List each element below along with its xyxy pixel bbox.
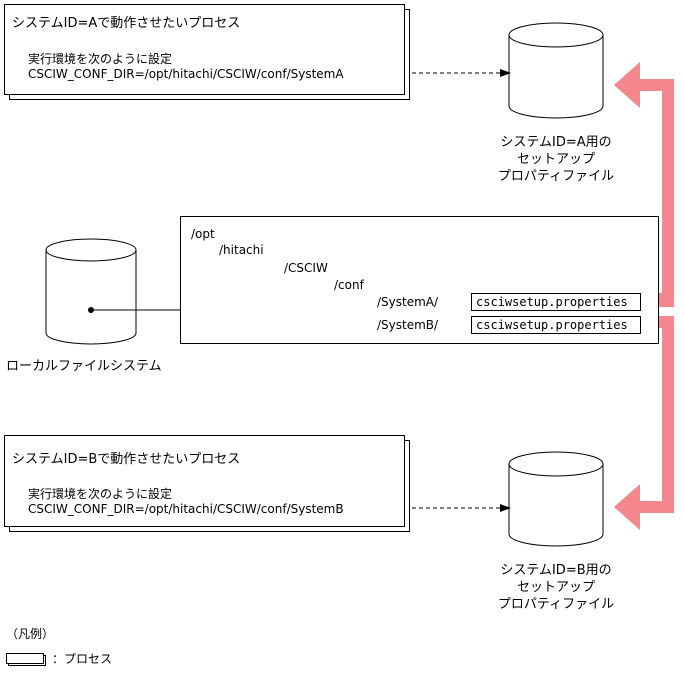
process-b-title: システムID=Bで動作させたいプロセス (12, 452, 241, 467)
tree-systema: /SystemA/ (377, 295, 439, 309)
tree-csciw: /CSCIW (284, 261, 328, 275)
local-fs-connector (88, 307, 180, 313)
file-a-caption-line1: システムID=A用の (500, 135, 612, 150)
legend-process-label: ：プロセス (52, 652, 113, 666)
tree-opt: /opt (191, 227, 215, 241)
file-a-name: csciwsetup.properties (471, 293, 641, 311)
file-a-caption-line3: プロパティファイル (497, 169, 615, 184)
dashed-arrow-a (405, 69, 511, 77)
file-b-caption-line1: システムID=B用の (500, 563, 612, 578)
legend-title: （凡例） (6, 627, 55, 641)
process-b-box: システムID=Bで動作させたいプロセス 実行環境を次のように設定 CSCIW_C… (4, 435, 405, 527)
file-a-cylinder (508, 22, 604, 119)
file-a-caption-line2: セットアップ (516, 152, 595, 167)
file-b-cylinder (508, 451, 604, 547)
file-b-caption-line2: セットアップ (516, 580, 595, 595)
file-b-caption-line3: プロパティファイル (497, 597, 615, 612)
pink-arrow-to-file-a (614, 62, 674, 307)
tree-conf: /conf (334, 278, 364, 292)
dashed-arrow-b (405, 504, 511, 512)
file-a-caption: システムID=A用の セットアップ プロパティファイル (486, 134, 626, 185)
tree-systemb: /SystemB/ (377, 318, 439, 332)
local-fs-caption: ローカルファイルシステム (6, 359, 162, 374)
pink-arrow-to-file-b (614, 316, 674, 530)
process-a-line1: 実行環境を次のように設定 (28, 52, 173, 66)
process-b-line2: CSCIW_CONF_DIR=/opt/hitachi/CSCIW/conf/S… (28, 502, 344, 516)
tree-hitachi: /hitachi (219, 243, 264, 257)
process-a-line2: CSCIW_CONF_DIR=/opt/hitachi/CSCIW/conf/S… (28, 67, 344, 81)
file-b-name: csciwsetup.properties (471, 316, 641, 334)
process-a-box: システムID=Aで動作させたいプロセス 実行環境を次のように設定 CSCIW_C… (4, 4, 405, 95)
file-b-caption: システムID=B用の セットアップ プロパティファイル (486, 562, 626, 613)
local-fs-cylinder (45, 238, 137, 345)
process-b-line1: 実行環境を次のように設定 (28, 487, 173, 501)
legend-process-swatch (6, 653, 46, 666)
process-a-title: システムID=Aで動作させたいプロセス (12, 16, 241, 31)
directory-tree-box: /opt /hitachi /CSCIW /conf /SystemA/ /Sy… (180, 216, 659, 344)
